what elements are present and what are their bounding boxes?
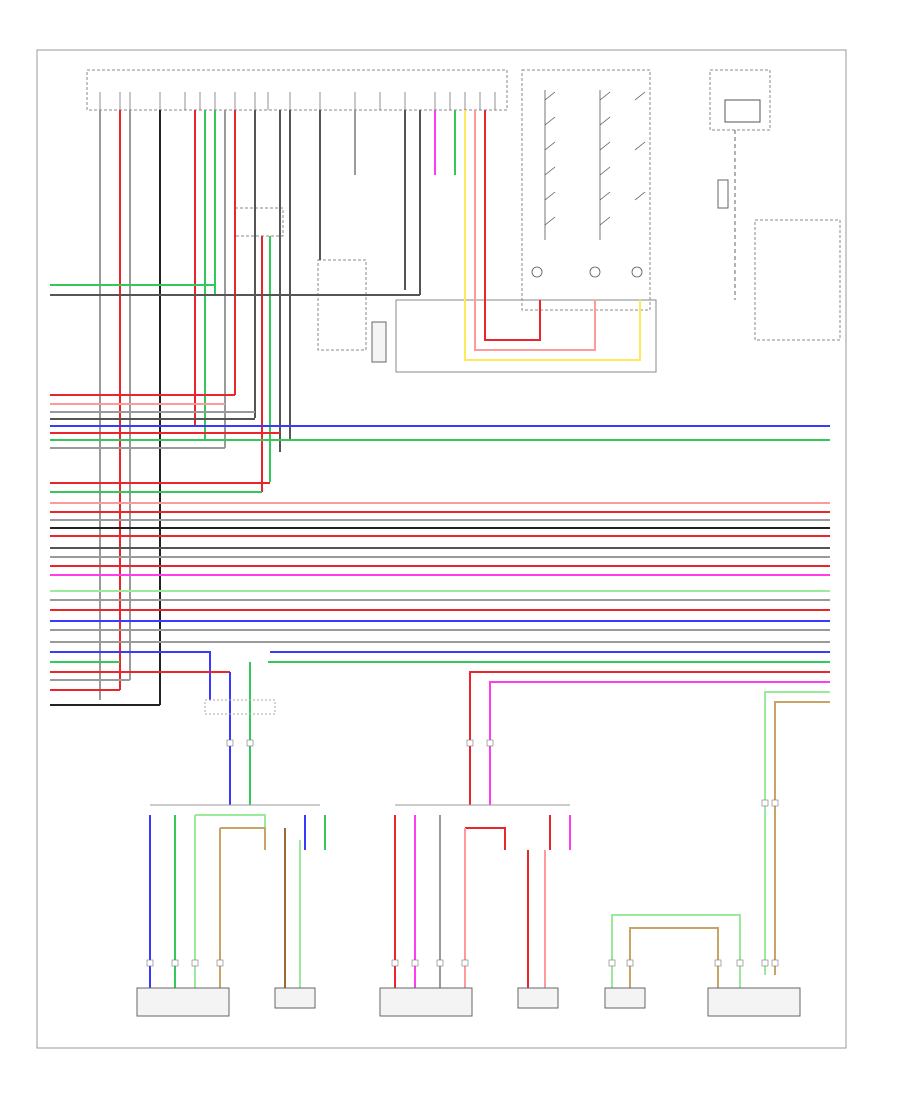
antenna-amplifier [709, 69, 841, 341]
junction-connector-a [234, 207, 284, 237]
junction-connector-c [204, 699, 276, 715]
left-drop-wires [229, 662, 251, 805]
junction-connector-b [317, 259, 367, 351]
rf-tweeter [274, 987, 316, 1009]
dvd-player-box [395, 299, 657, 373]
connector-marks [146, 739, 779, 967]
lf-speaker [379, 987, 473, 1017]
top-horizontal-wires [50, 284, 420, 296]
diagram-frame [36, 49, 847, 1049]
stereo-component-connector [86, 69, 508, 111]
rf-speaker [136, 987, 230, 1017]
lf-tweeter [517, 987, 559, 1009]
steering-pad-switch [521, 69, 651, 311]
upper-bus-wires [50, 394, 830, 449]
lower-bus-wires [50, 482, 830, 706]
lr-tweeter [604, 987, 646, 1009]
rear-speaker-wires [611, 914, 741, 990]
top-vertical-wires [99, 110, 641, 705]
noise-filter [371, 321, 387, 363]
lf-speaker-wires [394, 815, 571, 990]
right-drop-wires [469, 671, 830, 975]
lr-speaker [707, 987, 801, 1017]
